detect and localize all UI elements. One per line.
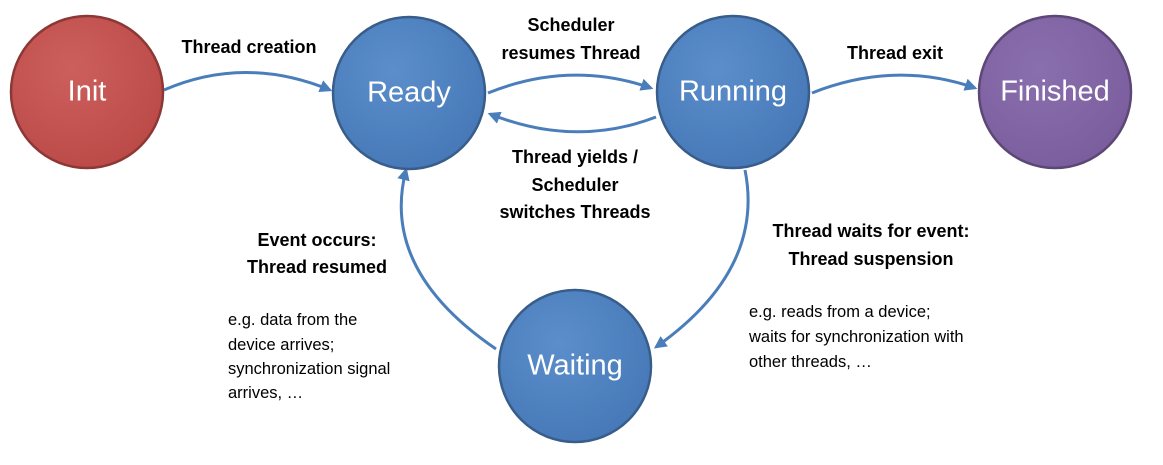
state-running: Running xyxy=(655,14,811,170)
state-waiting-label: Waiting xyxy=(527,350,623,382)
label-scheduler-resumes-line: Scheduler xyxy=(527,15,614,35)
label-thread-yields: Thread yields / Scheduler switches Threa… xyxy=(499,147,650,222)
note-event-examples-line: arrives, … xyxy=(228,384,303,402)
note-wait-examples-line: waits for synchronization with xyxy=(748,328,964,346)
state-running-circle xyxy=(655,14,811,170)
state-finished-circle xyxy=(977,14,1133,170)
state-running-label: Running xyxy=(679,76,787,108)
arrow-waiting-to-ready xyxy=(397,167,497,351)
label-thread-exit: Thread exit xyxy=(847,43,943,63)
note-wait-examples-line: e.g. reads from a device; xyxy=(749,303,931,321)
note-event-examples-line: device arrives; xyxy=(228,336,334,354)
arrow-running-to-finished xyxy=(811,73,978,95)
state-ready: Ready xyxy=(331,15,487,171)
label-event-occurs: Event occurs: Thread resumed xyxy=(247,230,387,277)
arrow-init-to-ready xyxy=(163,71,333,92)
state-init: Init xyxy=(9,14,165,170)
note-event-examples-line: synchronization signal xyxy=(228,360,390,378)
state-finished-label: Finished xyxy=(1000,76,1110,108)
state-waiting-circle xyxy=(497,288,653,444)
label-thread-creation: Thread creation xyxy=(181,37,316,57)
state-waiting: Waiting xyxy=(497,288,653,444)
label-thread-yields-line: Thread yields / xyxy=(512,147,638,167)
label-event-occurs-line: Thread resumed xyxy=(247,257,387,277)
label-event-occurs-line: Event occurs: xyxy=(257,230,376,250)
note-event-examples-line: e.g. data from the xyxy=(228,311,357,329)
arrow-ready-to-running xyxy=(487,73,654,95)
state-init-circle xyxy=(9,14,165,170)
label-thread-yields-line: Scheduler xyxy=(531,175,618,195)
label-scheduler-resumes-line: resumes Thread xyxy=(501,43,640,63)
note-wait-examples-line: other threads, … xyxy=(749,353,872,371)
label-scheduler-resumes: Scheduler resumes Thread xyxy=(501,15,640,63)
label-thread-waits: Thread waits for event: Thread suspensio… xyxy=(772,221,969,269)
state-init-label: Init xyxy=(68,76,107,108)
arrow-running-to-waiting xyxy=(653,169,750,349)
state-ready-label: Ready xyxy=(367,77,451,109)
state-ready-circle xyxy=(331,15,487,171)
note-wait-examples: e.g. reads from a device; waits for sync… xyxy=(748,303,964,371)
label-thread-yields-line: switches Threads xyxy=(499,202,650,222)
label-thread-waits-line: Thread waits for event: xyxy=(772,221,969,241)
state-finished: Finished xyxy=(977,14,1133,170)
arrow-running-to-ready xyxy=(487,111,657,134)
label-thread-waits-line: Thread suspension xyxy=(788,249,953,269)
note-event-examples: e.g. data from the device arrives; synch… xyxy=(228,311,390,402)
transition-arrows xyxy=(163,71,978,351)
